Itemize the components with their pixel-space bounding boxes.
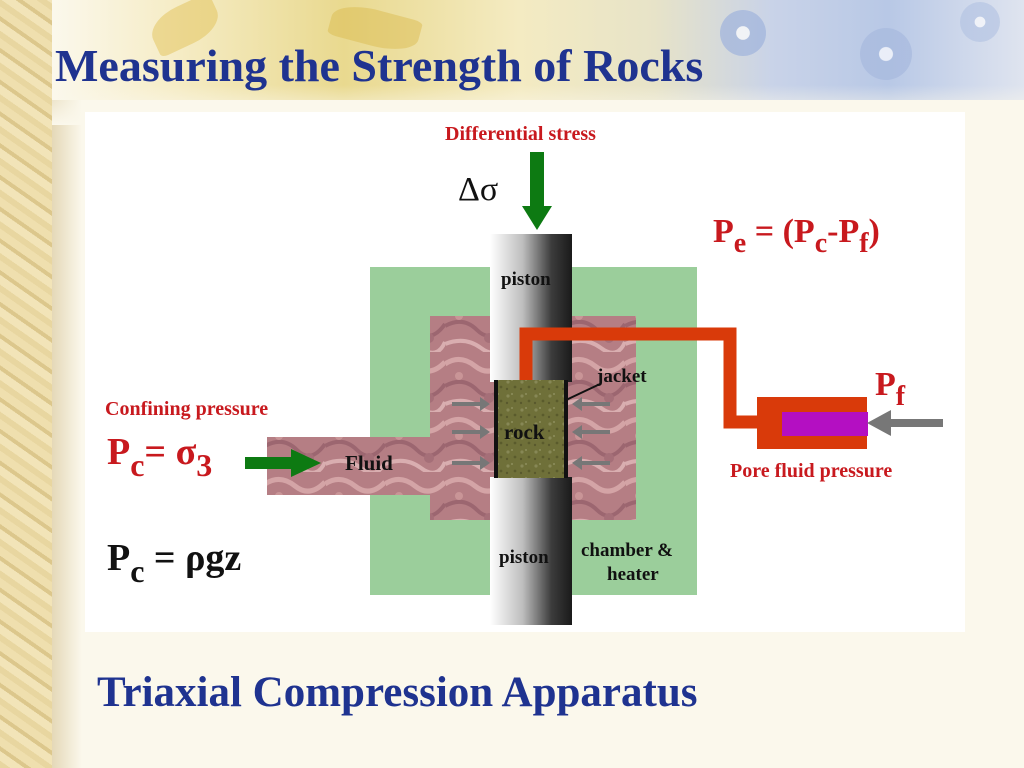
fluid-label: Fluid bbox=[345, 451, 393, 475]
pore-fluid-label: Pore fluid pressure bbox=[730, 460, 892, 482]
differential-stress-label: Differential stress bbox=[445, 123, 596, 145]
arrow-right-icon bbox=[452, 456, 490, 470]
arrow-right-icon bbox=[452, 397, 490, 411]
jacket-leader-line bbox=[565, 383, 601, 401]
arrow-left-icon bbox=[572, 425, 610, 439]
border-shade bbox=[52, 0, 82, 768]
pore-fluid-line bbox=[519, 327, 770, 429]
upper-piston-label: piston bbox=[501, 269, 551, 290]
arrow-right-icon bbox=[245, 449, 321, 477]
confining-pressure-label: Confining pressure bbox=[105, 398, 268, 420]
confining-arrows bbox=[452, 397, 610, 470]
triaxial-diagram: piston piston rock bbox=[85, 112, 965, 632]
jacket-left bbox=[494, 380, 498, 478]
chamber-label-line2: heater bbox=[607, 564, 659, 585]
pore-pressure-piston bbox=[782, 412, 868, 436]
lower-piston bbox=[490, 477, 572, 625]
slide-subtitle: Triaxial Compression Apparatus bbox=[97, 669, 698, 716]
delta-sigma-symbol: Δσ bbox=[458, 171, 498, 208]
arrow-left-icon bbox=[867, 410, 943, 436]
rock-sample bbox=[494, 380, 568, 478]
arrow-right-icon bbox=[452, 425, 490, 439]
parchment-border bbox=[0, 0, 52, 768]
effective-pressure-equation: Pe = (Pc-Pf) bbox=[713, 213, 880, 259]
arrow-down-icon bbox=[522, 152, 552, 230]
confining-equation: Pc= σ3 bbox=[107, 431, 212, 483]
lithostatic-equation: Pc = ρgz bbox=[107, 537, 241, 589]
flower-decoration bbox=[960, 2, 1000, 42]
pore-pressure-symbol: Pf bbox=[875, 366, 906, 412]
rock-label: rock bbox=[504, 420, 545, 444]
jacket-right bbox=[564, 380, 568, 478]
arrow-left-icon bbox=[572, 456, 610, 470]
flower-decoration bbox=[720, 10, 766, 56]
arrow-left-icon bbox=[572, 397, 610, 411]
jacket-label: jacket bbox=[596, 366, 647, 387]
chamber-label-line1: chamber & bbox=[581, 540, 673, 561]
flower-decoration bbox=[860, 28, 912, 80]
slide-title: Measuring the Strength of Rocks bbox=[55, 40, 704, 91]
lower-piston-label: piston bbox=[499, 547, 549, 568]
